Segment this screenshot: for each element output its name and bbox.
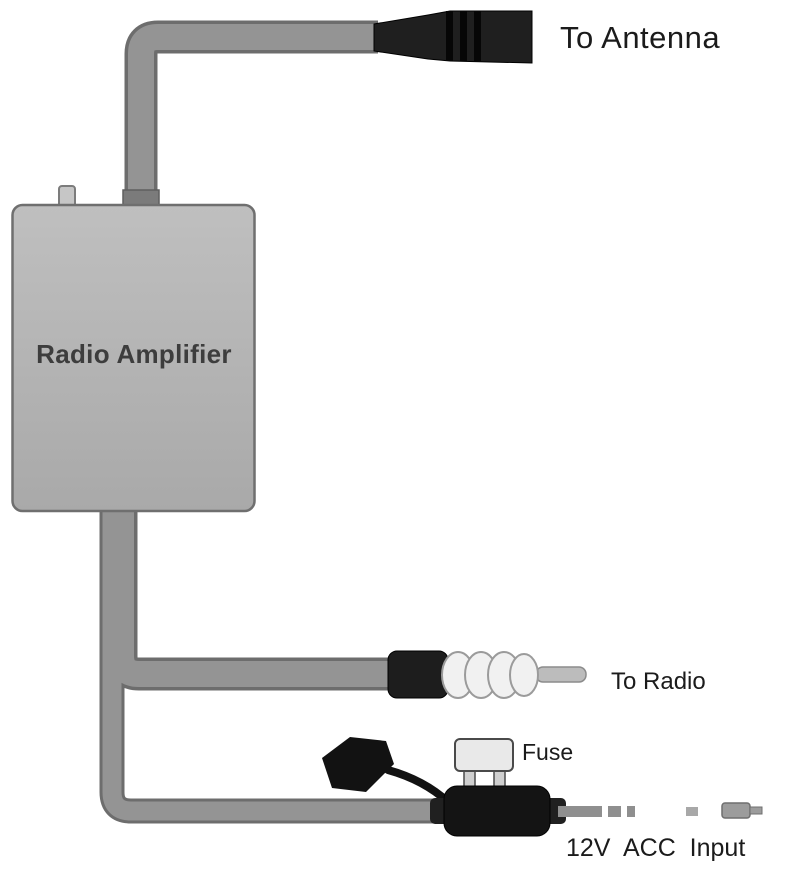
radio-connector xyxy=(387,650,587,699)
fuse xyxy=(454,738,514,793)
power-plug xyxy=(721,802,763,819)
fuse-label: Fuse xyxy=(522,739,574,765)
radio-label: To Radio xyxy=(611,668,706,695)
amplifier-label: Radio Amplifier xyxy=(36,339,232,369)
amplifier-box xyxy=(11,185,256,513)
power-cable xyxy=(99,500,452,824)
radio-cable xyxy=(104,500,398,691)
antenna-label: To Antenna xyxy=(560,20,721,55)
power-input-label: 12V ACC Input xyxy=(566,834,746,862)
power-lead-dashed xyxy=(558,806,698,817)
antenna-connector xyxy=(373,10,533,64)
fuse-cap-leash xyxy=(384,766,452,806)
fuse-cap xyxy=(322,737,452,806)
antenna-cable xyxy=(124,20,378,215)
radio-plug-pin xyxy=(535,666,587,683)
fuse-holder xyxy=(430,785,566,837)
